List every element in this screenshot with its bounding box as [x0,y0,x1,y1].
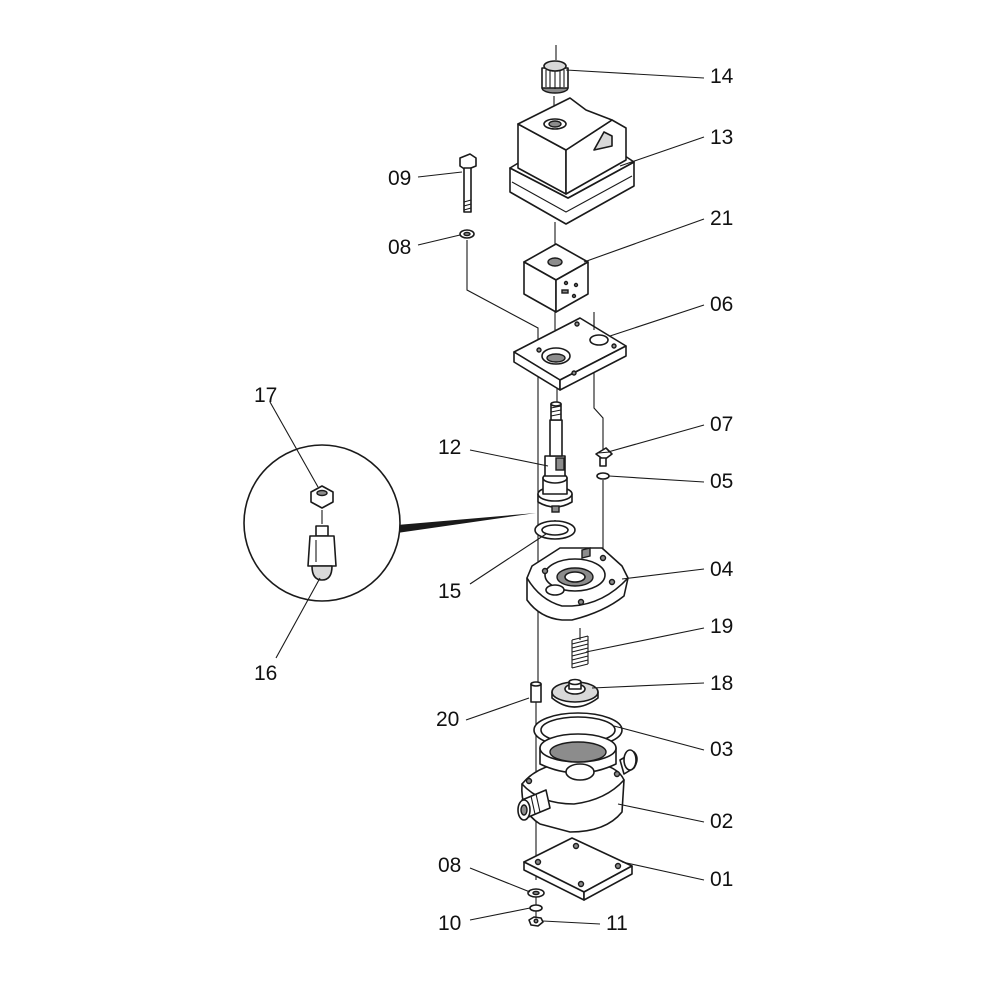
callout-labels: 14 13 09 21 08 06 17 07 12 05 04 15 19 1… [254,65,734,935]
part-08-washer-bottom [527,888,545,898]
part-18-diaphragm [551,678,599,708]
callout-08-top: 08 [388,236,411,259]
part-12-stem [537,401,573,513]
callout-17: 17 [254,384,277,407]
callout-11: 11 [606,912,628,935]
callout-19: 19 [710,615,733,638]
callout-12: 12 [438,436,461,459]
callout-16: 16 [254,662,277,685]
part-02-housing [517,733,638,833]
part-07-screw [595,447,613,467]
part-08-washer-top [459,229,475,239]
part-11-nut [528,916,544,927]
callout-07: 07 [710,413,733,436]
part-01-base-plate [523,837,633,901]
callout-02: 02 [710,810,733,833]
part-13-cover [509,97,635,225]
callout-06: 06 [710,293,733,316]
part-10-lock-washer [529,904,543,912]
callout-20: 20 [436,708,459,731]
part-21-block [523,243,589,313]
callout-10: 10 [438,912,461,935]
part-05-oring [596,472,610,480]
callout-21: 21 [710,207,733,230]
part-16-fitting [307,525,337,581]
part-19-spring [571,635,589,669]
part-17-nut [310,485,334,509]
callout-05: 05 [710,470,733,493]
callout-15: 15 [438,580,461,603]
leader-lines [269,69,705,925]
part-09-bolt [459,153,477,213]
part-06-plate [513,312,627,391]
callout-18: 18 [710,672,733,695]
callout-08-bottom: 08 [438,854,461,877]
callout-04: 04 [710,558,734,581]
detail-callout-circle [243,444,536,602]
part-04-valve-body [526,547,629,621]
part-14-knob [541,60,569,94]
callout-03: 03 [710,738,733,761]
callout-13: 13 [710,126,733,149]
part-15-oring [534,520,576,540]
callout-01: 01 [710,868,733,891]
callout-09: 09 [388,167,411,190]
part-20-pin [530,681,542,703]
callout-14: 14 [710,65,734,88]
